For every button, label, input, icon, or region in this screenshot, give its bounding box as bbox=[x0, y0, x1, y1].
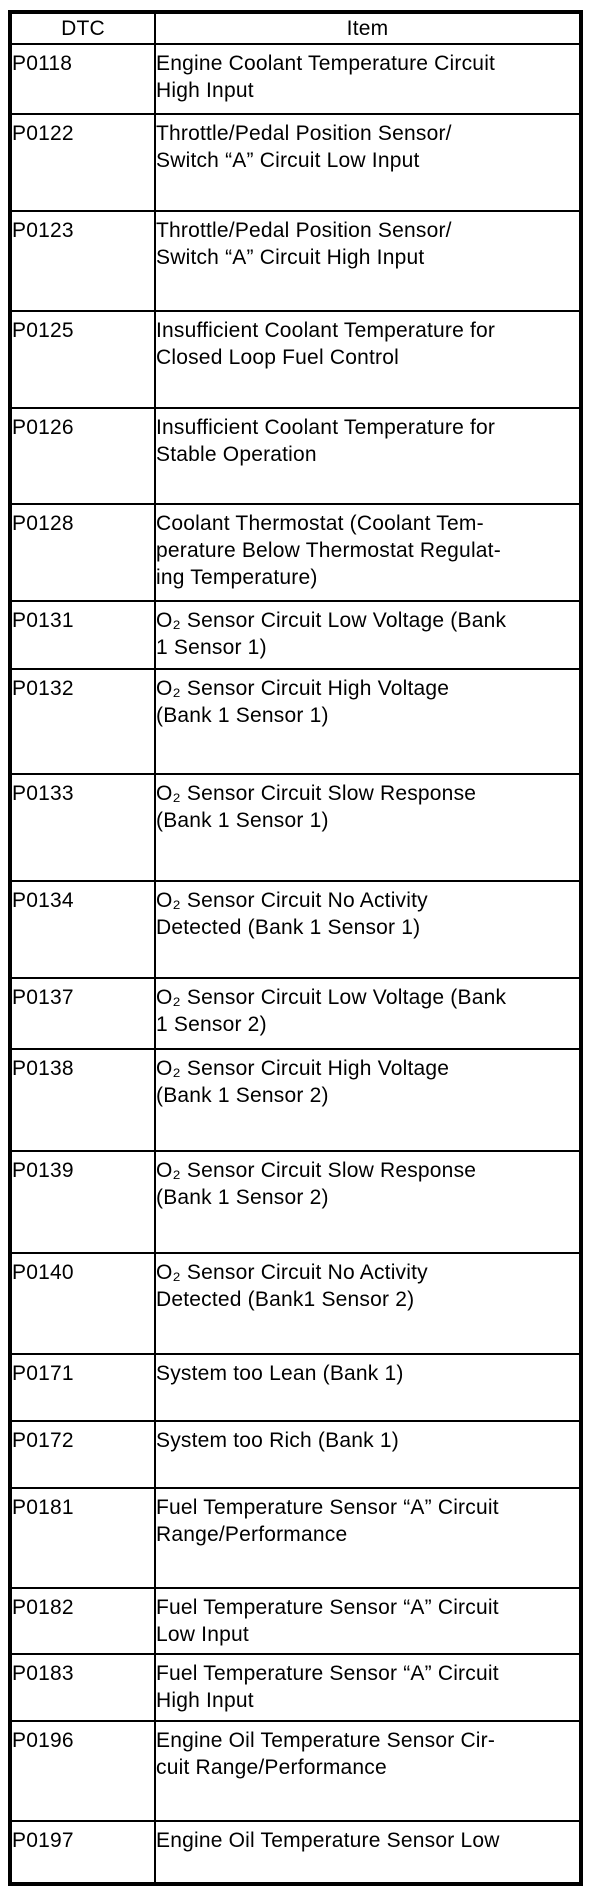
dtc-code-cell: P0140 bbox=[9, 1252, 156, 1355]
dtc-table: DTC Item P0118 Engine Coolant Temperatur… bbox=[8, 10, 583, 1886]
table-row: P0132 O₂ Sensor Circuit High Voltage (Ba… bbox=[9, 668, 582, 775]
table-row: P0139 O₂ Sensor Circuit Slow Response (B… bbox=[9, 1150, 582, 1254]
document-page: DTC Item P0118 Engine Coolant Temperatur… bbox=[8, 10, 583, 1886]
table-row: P0131 O₂ Sensor Circuit Low Voltage (Ban… bbox=[9, 600, 582, 670]
table-row: P0133 O₂ Sensor Circuit Slow Response (B… bbox=[9, 773, 582, 882]
item-cell: O₂ Sensor Circuit Low Voltage (Bank 1 Se… bbox=[154, 977, 582, 1050]
item-cell: Engine Coolant Temperature Circuit High … bbox=[154, 43, 582, 115]
dtc-code-cell: P0171 bbox=[9, 1353, 156, 1422]
item-cell: O₂ Sensor Circuit Slow Response (Bank 1 … bbox=[154, 1150, 582, 1254]
table-row: P0122 Throttle/Pedal Position Sensor/ Sw… bbox=[9, 113, 582, 212]
item-cell: Insufficient Coolant Temperature for Sta… bbox=[154, 407, 582, 505]
item-cell: System too Rich (Bank 1) bbox=[154, 1420, 582, 1489]
table-row: P0134 O₂ Sensor Circuit No Activity Dete… bbox=[9, 880, 582, 979]
dtc-code-cell: P0183 bbox=[9, 1653, 156, 1722]
table-row: P0181 Fuel Temperature Sensor “A” Circui… bbox=[9, 1487, 582, 1589]
dtc-code-cell: P0139 bbox=[9, 1150, 156, 1254]
column-header-item: Item bbox=[154, 11, 582, 45]
item-cell: Fuel Temperature Sensor “A” Circuit Rang… bbox=[154, 1487, 582, 1589]
table-row: P0171 System too Lean (Bank 1) bbox=[9, 1353, 582, 1422]
item-cell: Throttle/Pedal Position Sensor/ Switch “… bbox=[154, 113, 582, 212]
dtc-code-cell: P0123 bbox=[9, 210, 156, 312]
dtc-code-cell: P0182 bbox=[9, 1587, 156, 1655]
table-row: P0196 Engine Oil Temperature Sensor Cir-… bbox=[9, 1720, 582, 1822]
table-row: P0140 O₂ Sensor Circuit No Activity Dete… bbox=[9, 1252, 582, 1355]
dtc-code-cell: P0172 bbox=[9, 1420, 156, 1489]
dtc-code-cell: P0133 bbox=[9, 773, 156, 882]
item-cell: System too Lean (Bank 1) bbox=[154, 1353, 582, 1422]
item-cell: O₂ Sensor Circuit High Voltage (Bank 1 S… bbox=[154, 1048, 582, 1152]
table-row: P0137 O₂ Sensor Circuit Low Voltage (Ban… bbox=[9, 977, 582, 1050]
table-row: P0138 O₂ Sensor Circuit High Voltage (Ba… bbox=[9, 1048, 582, 1152]
table-row: P0125 Insufficient Coolant Temperature f… bbox=[9, 310, 582, 409]
dtc-code-cell: P0122 bbox=[9, 113, 156, 212]
dtc-code-cell: P0128 bbox=[9, 503, 156, 602]
item-cell: Fuel Temperature Sensor “A” Circuit Low … bbox=[154, 1587, 582, 1655]
table-row: P0172 System too Rich (Bank 1) bbox=[9, 1420, 582, 1489]
dtc-code-cell: P0118 bbox=[9, 43, 156, 115]
item-cell: O₂ Sensor Circuit High Voltage (Bank 1 S… bbox=[154, 668, 582, 775]
table-row: P0118 Engine Coolant Temperature Circuit… bbox=[9, 43, 582, 115]
dtc-code-cell: P0134 bbox=[9, 880, 156, 979]
item-cell: Coolant Thermostat (Coolant Tem- peratur… bbox=[154, 503, 582, 602]
dtc-code-cell: P0137 bbox=[9, 977, 156, 1050]
dtc-code-cell: P0181 bbox=[9, 1487, 156, 1589]
table-row: P0183 Fuel Temperature Sensor “A” Circui… bbox=[9, 1653, 582, 1722]
dtc-code-cell: P0125 bbox=[9, 310, 156, 409]
header-row: DTC Item bbox=[9, 11, 582, 45]
column-header-dtc: DTC bbox=[9, 11, 156, 45]
dtc-code-cell: P0197 bbox=[9, 1820, 156, 1885]
table-row: P0126 Insufficient Coolant Temperature f… bbox=[9, 407, 582, 505]
table-row: P0128 Coolant Thermostat (Coolant Tem- p… bbox=[9, 503, 582, 602]
dtc-code-cell: P0126 bbox=[9, 407, 156, 505]
table-row: P0197 Engine Oil Temperature Sensor Low bbox=[9, 1820, 582, 1885]
dtc-code-cell: P0132 bbox=[9, 668, 156, 775]
item-cell: Insufficient Coolant Temperature for Clo… bbox=[154, 310, 582, 409]
dtc-code-cell: P0138 bbox=[9, 1048, 156, 1152]
dtc-code-cell: P0196 bbox=[9, 1720, 156, 1822]
item-cell: Throttle/Pedal Position Sensor/ Switch “… bbox=[154, 210, 582, 312]
table-row: P0123 Throttle/Pedal Position Sensor/ Sw… bbox=[9, 210, 582, 312]
item-cell: Engine Oil Temperature Sensor Low bbox=[154, 1820, 582, 1885]
item-cell: Fuel Temperature Sensor “A” Circuit High… bbox=[154, 1653, 582, 1722]
item-cell: O₂ Sensor Circuit Low Voltage (Bank 1 Se… bbox=[154, 600, 582, 670]
item-cell: O₂ Sensor Circuit No Activity Detected (… bbox=[154, 880, 582, 979]
item-cell: O₂ Sensor Circuit Slow Response (Bank 1 … bbox=[154, 773, 582, 882]
table-row: P0182 Fuel Temperature Sensor “A” Circui… bbox=[9, 1587, 582, 1655]
item-cell: Engine Oil Temperature Sensor Cir- cuit … bbox=[154, 1720, 582, 1822]
item-cell: O₂ Sensor Circuit No Activity Detected (… bbox=[154, 1252, 582, 1355]
dtc-code-cell: P0131 bbox=[9, 600, 156, 670]
